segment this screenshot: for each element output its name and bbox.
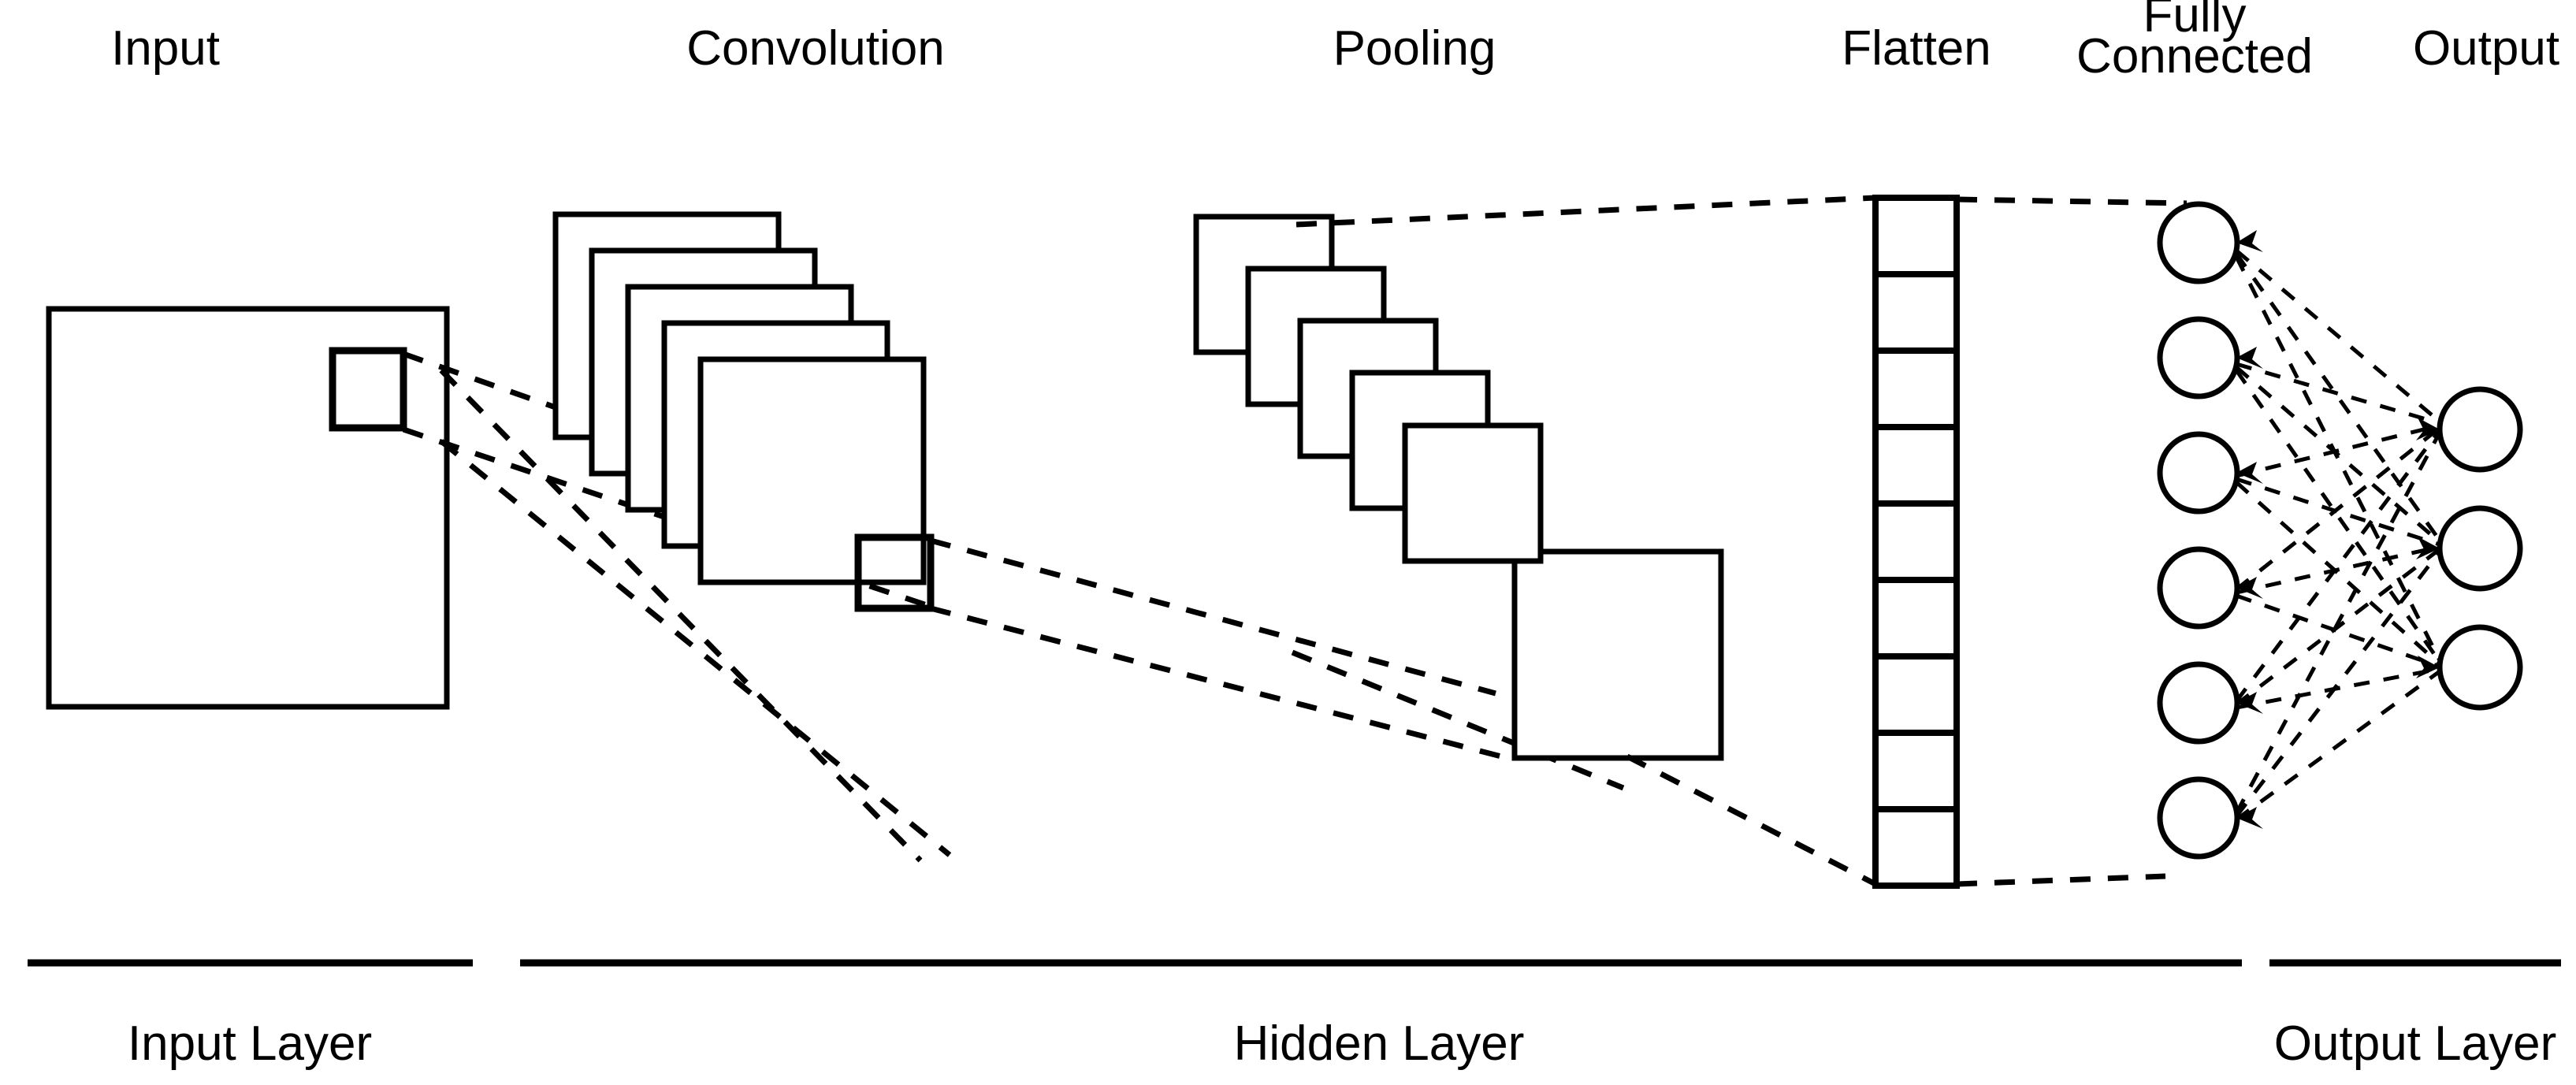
stage-label-output: Output xyxy=(2413,21,2559,76)
fc-guide-bottom xyxy=(1956,873,2166,887)
synapse-fc1-out2 xyxy=(2234,252,2442,542)
pooling-feature-map-4b xyxy=(1402,422,1544,564)
fully-connected-neuron-layer xyxy=(2157,201,2240,860)
synapse-fc1-out1 xyxy=(2235,249,2441,423)
flatten-cell-9 xyxy=(1872,806,1960,889)
fc-arrowheads xyxy=(2236,230,2263,829)
output-arrowheads xyxy=(2416,418,2440,678)
synapse-fc6-out3 xyxy=(2235,669,2441,822)
fc-arrowhead-2-icon xyxy=(2236,347,2263,369)
input-image-box xyxy=(46,306,450,710)
flatten-cell-7 xyxy=(1872,653,1960,736)
fully-connected-projection-guides xyxy=(1956,196,2188,887)
output-neuron-2 xyxy=(2437,505,2523,592)
output-arrowhead-3-icon xyxy=(2416,656,2440,678)
stage-label-flatten: Flatten xyxy=(1842,21,1991,76)
convolution-feature-map-stack xyxy=(552,211,935,612)
input-image-group xyxy=(46,306,450,710)
synapse-fc6-out1 xyxy=(2234,431,2442,815)
synapse-fc4-out2 xyxy=(2236,544,2440,595)
synapse-fc6-out2 xyxy=(2235,550,2441,818)
synapse-fc3-out1 xyxy=(2236,423,2440,478)
fc-arrowhead-6-icon xyxy=(2236,807,2263,829)
flatten-column xyxy=(1872,195,1960,889)
convolution-kernel-window-icon xyxy=(854,533,935,612)
fc-neuron-1 xyxy=(2157,201,2240,284)
fc-guide-top xyxy=(1956,196,2188,206)
synapse-fc5-out1 xyxy=(2235,429,2441,703)
convolution-feature-map-5 xyxy=(697,356,927,585)
flatten-guide-bottom xyxy=(1626,753,1877,887)
flatten-projection-guides xyxy=(1295,195,1877,887)
fc-arrowhead-4-icon xyxy=(2236,577,2263,599)
fc-arrowhead-5-icon xyxy=(2236,692,2263,714)
fc-neuron-3 xyxy=(2157,431,2240,515)
fc-neuron-6 xyxy=(2157,776,2240,860)
output-arrowhead-1-icon xyxy=(2416,418,2440,440)
output-neuron-layer xyxy=(2437,386,2523,711)
stage-label-convolution: Convolution xyxy=(686,21,944,76)
synapse-fc2-out1 xyxy=(2236,362,2440,425)
flatten-cell-3 xyxy=(1872,347,1960,430)
flatten-cell-2 xyxy=(1872,271,1960,354)
synapse-fc3-out2 xyxy=(2236,477,2440,547)
layer-label-output: Output Layer xyxy=(2274,1016,2556,1071)
flatten-cell-6 xyxy=(1872,577,1960,660)
synapse-fc4-out1 xyxy=(2235,426,2441,591)
stage-label-input: Input xyxy=(111,21,220,76)
output-arrowhead-2-icon xyxy=(2416,537,2440,559)
pooling-feature-map-stack xyxy=(1193,214,1724,761)
output-neuron-3 xyxy=(2437,624,2523,711)
stage-label-fully-connected-line1: Fully xyxy=(2143,0,2247,43)
kernel-guide-diag-upper xyxy=(439,368,923,863)
synapse-fc1-out3 xyxy=(2234,255,2442,662)
fc-arrowhead-3-icon xyxy=(2236,462,2263,484)
synapse-fc5-out3 xyxy=(2236,667,2440,710)
input-kernel-window-icon xyxy=(329,347,407,432)
fc-neuron-4 xyxy=(2157,546,2240,630)
synapse-fc2-out2 xyxy=(2235,366,2441,544)
synapse-bundle xyxy=(2234,249,2442,822)
stage-label-pooling: Pooling xyxy=(1333,21,1496,76)
output-neuron-1 xyxy=(2437,386,2523,473)
flatten-cell-8 xyxy=(1872,730,1960,812)
flatten-cell-4 xyxy=(1872,424,1960,507)
fc-arrowhead-1-icon xyxy=(2236,230,2263,252)
stage-label-group: Input Convolution Pooling Flatten Fully … xyxy=(111,0,2559,84)
flatten-cell-1 xyxy=(1872,195,1960,277)
layer-label-hidden: Hidden Layer xyxy=(1234,1016,1525,1071)
flatten-cell-5 xyxy=(1872,500,1960,583)
stage-label-fully-connected-line2: Connected xyxy=(2076,29,2313,84)
synapse-fc3-out3 xyxy=(2235,481,2441,666)
fc-neuron-5 xyxy=(2157,661,2240,745)
layer-label-input: Input Layer xyxy=(128,1016,372,1071)
pooling-feature-map-5 xyxy=(1511,548,1724,761)
fc-neuron-2 xyxy=(2157,316,2240,399)
flatten-guide-top xyxy=(1295,195,1876,228)
synapse-fc4-out3 xyxy=(2236,593,2440,669)
kernel-guide-diag-lower xyxy=(439,439,952,857)
layer-label-group: Input Layer Hidden Layer Output Layer xyxy=(128,1016,2556,1071)
pooling-guide-bottom xyxy=(930,605,1502,760)
